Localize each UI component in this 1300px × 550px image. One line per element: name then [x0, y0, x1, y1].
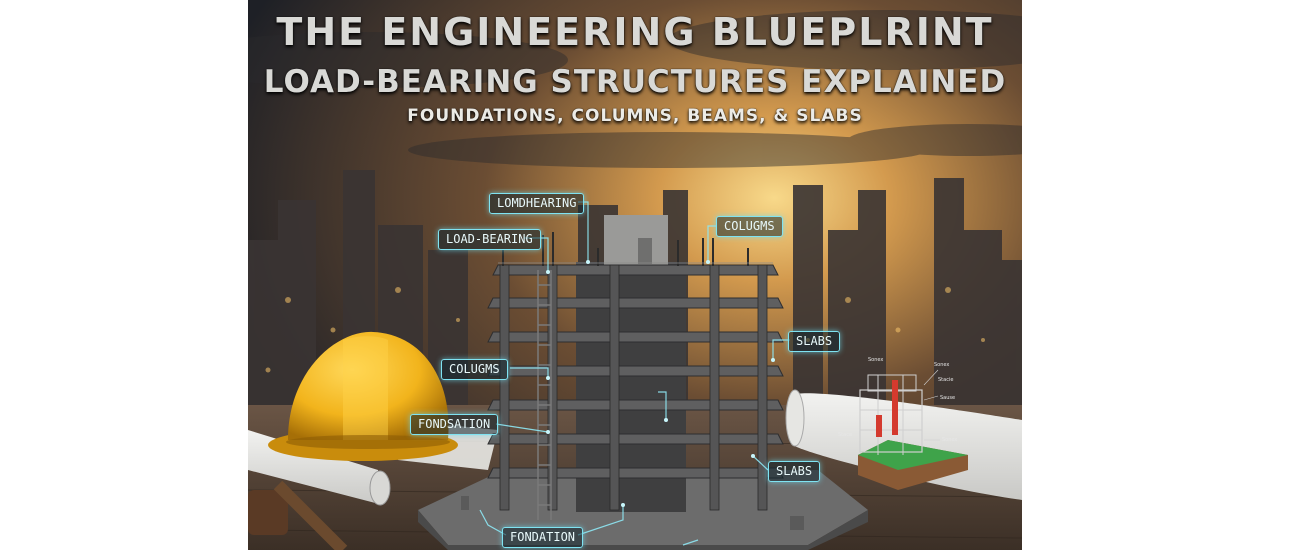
callout-foundation-base: FONDATION: [502, 527, 584, 548]
callout-columns-top: COLUGMS: [716, 216, 783, 237]
callout-foundation: FONDSATION: [410, 414, 499, 435]
mini-label: Stace: [838, 432, 853, 438]
poster-title: THE ENGINEERING BLUEPLRINT: [276, 10, 994, 54]
callout-slabs-upper: SLABS: [788, 331, 841, 352]
hard-hat: [268, 331, 458, 461]
callout-load-bearing-top: LOMDHEARING: [489, 193, 585, 214]
mini-label: Sonex: [942, 437, 958, 443]
poster-subtitle: LOAD-BEARING STRUCTURES EXPLAINED: [263, 64, 1007, 100]
callout-slabs-lower: SLABS: [768, 461, 821, 482]
scene-illustration: [248, 0, 1022, 550]
poster-image: THE ENGINEERING BLUEPLRINT LOAD-BEARING …: [248, 0, 1022, 550]
mini-label: Sonex: [868, 357, 884, 363]
mini-structure-diagram: [858, 369, 968, 490]
mini-label: Sonex: [934, 362, 950, 368]
hammer: [248, 480, 348, 550]
poster-tagline: FOUNDATIONS, COLUMNS, BEAMS, & SLABS: [407, 106, 863, 126]
callout-columns: COLUGMS: [441, 359, 508, 380]
callout-load-bearing: LOAD-BEARING: [438, 229, 541, 250]
mini-label: Stacie: [938, 377, 954, 383]
mini-label: Sause: [940, 395, 956, 401]
